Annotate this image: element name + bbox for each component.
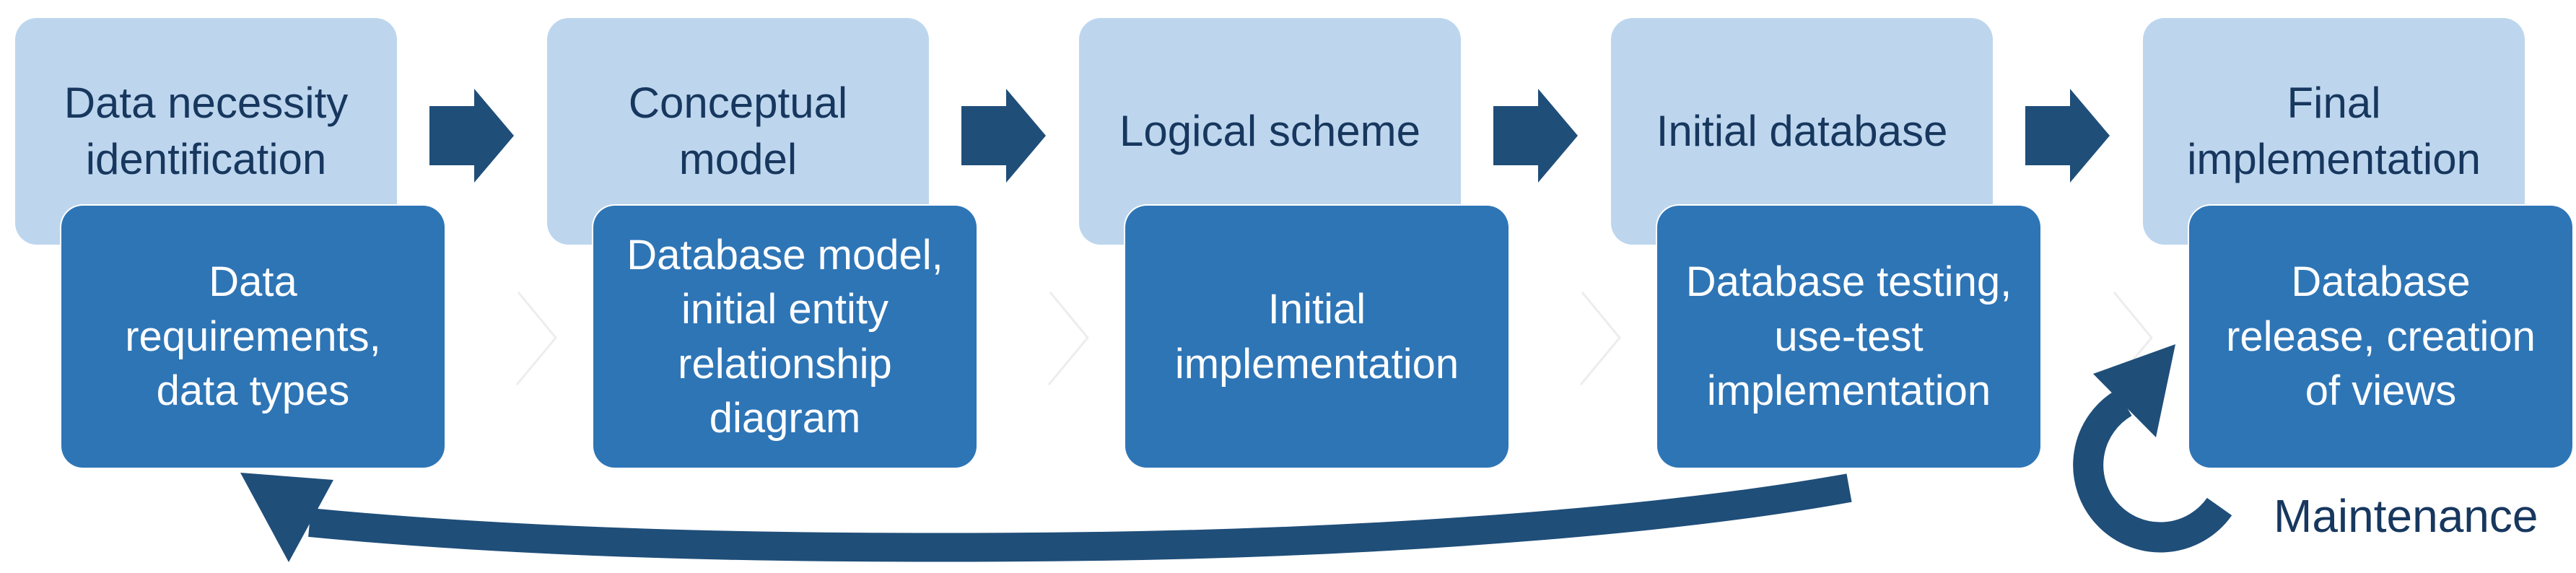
stage-3-detail: Initial implementation: [1174, 286, 1459, 388]
stage-2-detail: Database model, initial entity relations…: [626, 231, 943, 442]
background-chevron: [1047, 292, 1089, 385]
stage-1-title: Data necessity identification: [64, 79, 349, 183]
flow-arrow-icon: [429, 89, 514, 183]
stage-5-detail-box: Database release, creation of views: [2189, 206, 2572, 468]
stage-1-detail: Data requirements, data types: [125, 258, 381, 415]
return-arrow-icon: [240, 473, 1852, 562]
flow-arrow-icon: [1493, 89, 1578, 183]
stage-5-detail: Database release, creation of views: [2226, 258, 2536, 415]
background-chevron: [1579, 292, 1621, 385]
stage-3-detail-box: Initial implementation: [1125, 206, 1509, 468]
maintenance-label: Maintenance: [2274, 490, 2538, 542]
stage-4-detail: Database testing, use-test implementatio…: [1685, 258, 2012, 415]
stage-5-title: Final implementation: [2187, 79, 2481, 183]
maintenance-loop-arrow-icon: [2073, 344, 2232, 553]
background-chevron: [515, 292, 557, 385]
flow-arrow-icon: [2025, 89, 2110, 183]
stage-3-title: Logical scheme: [1119, 107, 1420, 155]
stage-1-detail-box: Data requirements, data types: [61, 206, 445, 468]
stage-4-title: Initial database: [1656, 107, 1948, 155]
stage-2-title: Conceptual model: [628, 79, 848, 183]
stage-2-detail-box: Database model, initial entity relations…: [593, 206, 977, 468]
stage-4-detail-box: Database testing, use-test implementatio…: [1657, 206, 2040, 468]
flow-arrow-icon: [961, 89, 1046, 183]
